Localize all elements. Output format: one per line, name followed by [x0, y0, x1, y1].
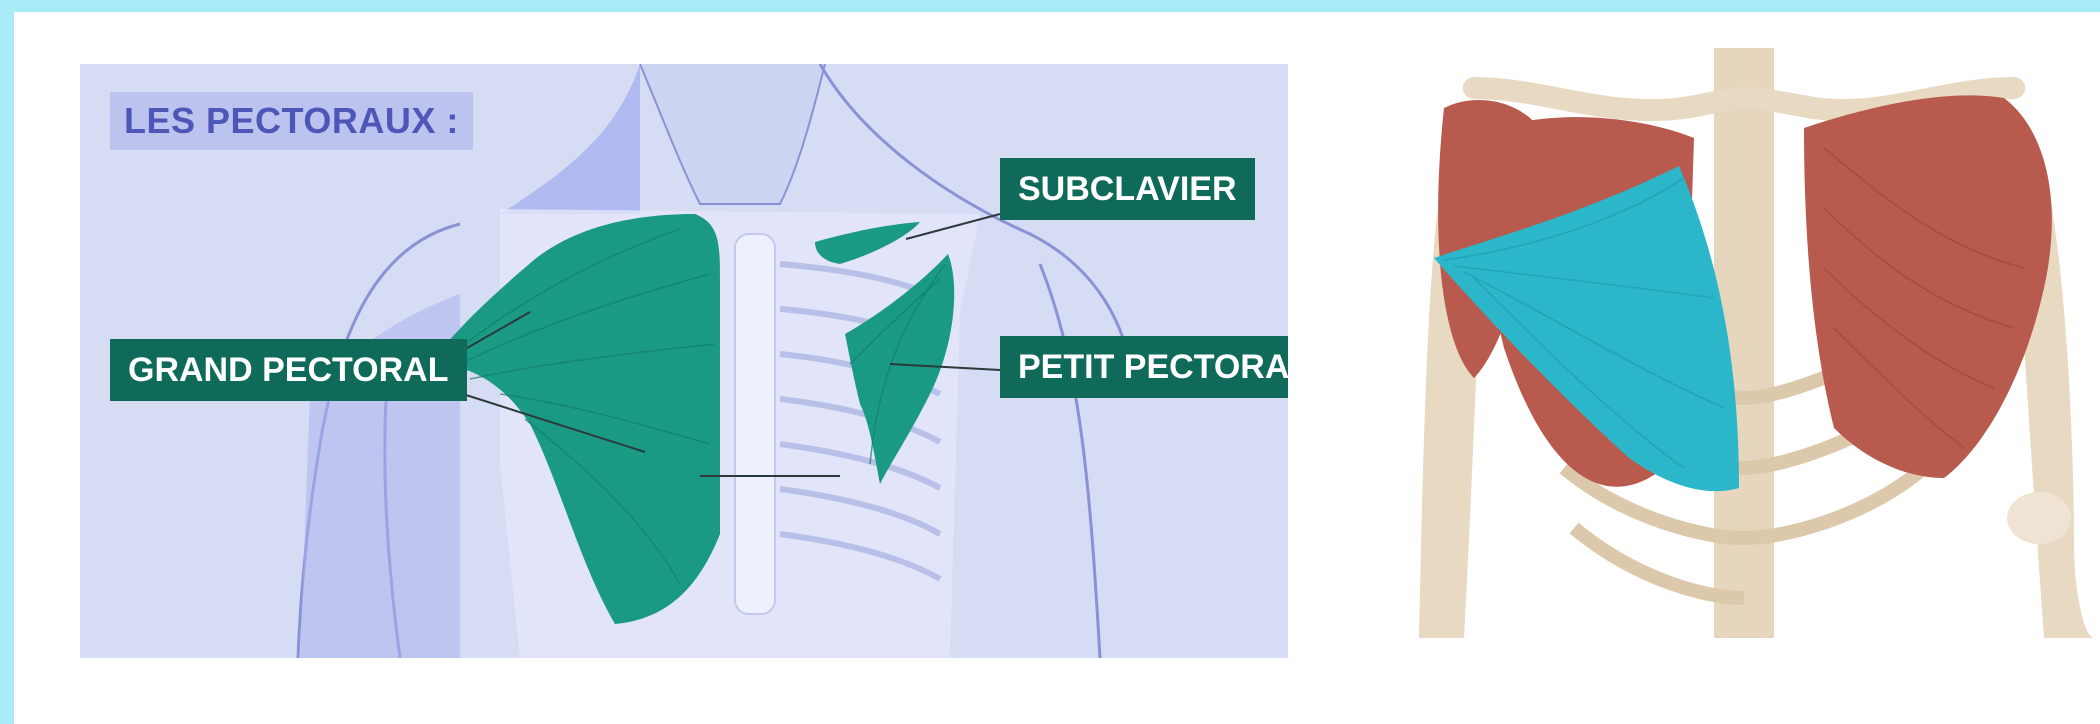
neck-outline	[640, 64, 825, 204]
right-arm-outline	[1040, 264, 1100, 658]
label-subclavier: SUBCLAVIER	[1000, 158, 1255, 220]
right-pectoralis-major	[1804, 95, 2052, 478]
torso-anatomy-illustration	[1384, 48, 2100, 638]
anatomy-render	[1384, 48, 2100, 638]
right-elbow	[2007, 492, 2071, 544]
diagram-title: LES PECTORAUX :	[110, 92, 473, 150]
label-grand-pectoral: GRAND PECTORAL	[110, 339, 467, 401]
canvas: LES PECTORAUX : SUBCLAVIER GRAND PECTORA…	[14, 12, 2100, 724]
pectoral-diagram: LES PECTORAUX : SUBCLAVIER GRAND PECTORA…	[80, 64, 1288, 658]
label-petit-pectoral: PETIT PECTORAL	[1000, 336, 1288, 398]
neck-muscle	[500, 64, 640, 214]
sternum	[735, 234, 775, 614]
